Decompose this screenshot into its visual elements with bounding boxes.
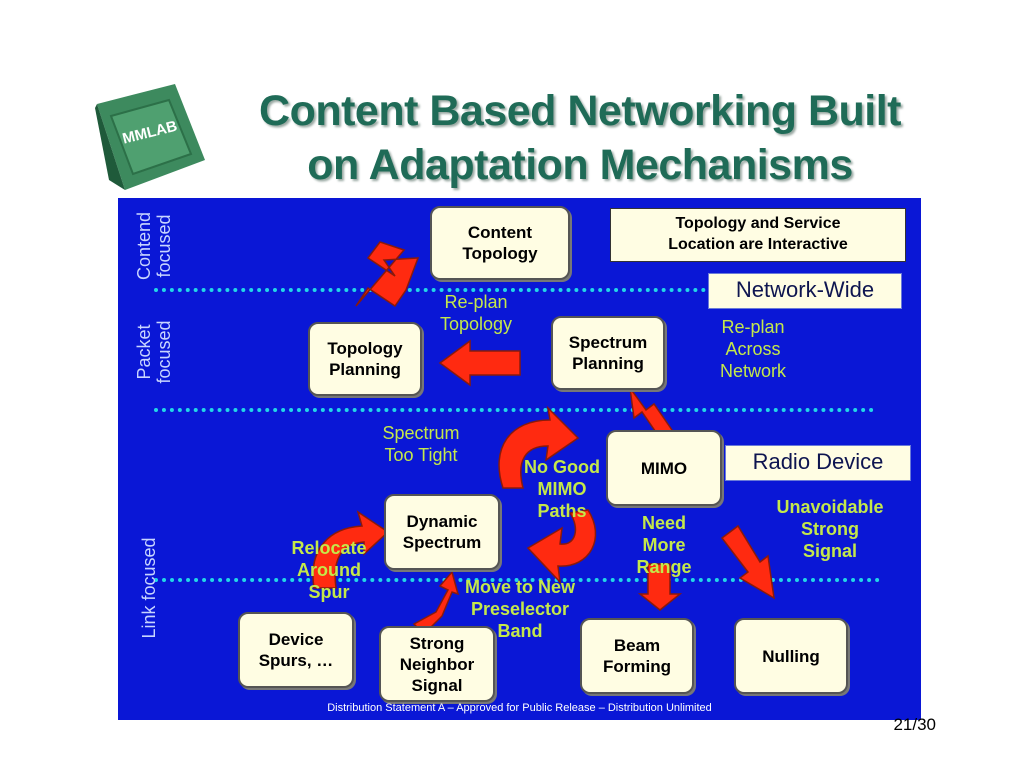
arrows-layer	[312, 241, 775, 636]
page-title: Content Based Networking Built on Adapta…	[200, 84, 960, 192]
label-relocate: Relocate Around Spur	[291, 538, 367, 602]
note-interactive: Topology and Service Location are Intera…	[610, 208, 906, 262]
arrow-content-topology-planning	[355, 241, 420, 308]
separator-network-wide	[154, 288, 706, 292]
mmlab-logo: MMLAB	[95, 82, 207, 194]
label-no-good-mimo: No Good MIMO Paths	[524, 457, 600, 521]
node-strong-neighbor: Strong Neighbor Signal	[379, 626, 495, 702]
separator-link	[154, 578, 880, 582]
page-number: 21/30	[893, 715, 936, 734]
tag-network-wide: Network-Wide	[708, 273, 902, 309]
label-spectrum-tight: Spectrum Too Tight	[382, 423, 460, 465]
label-replan-network: Re-plan Across Network	[719, 317, 786, 381]
arrow-no-good-mimo	[526, 509, 597, 585]
title-line-2: on Adaptation Mechanisms	[307, 141, 853, 189]
arrow-need-range	[637, 563, 683, 611]
arrow-move-band	[412, 570, 460, 636]
tag-radio-device: Radio Device	[725, 445, 911, 481]
node-mimo: MIMO	[606, 430, 722, 506]
node-spectrum-planning: Spectrum Planning	[551, 316, 665, 390]
arrow-spectrum-to-topology	[438, 339, 521, 387]
distribution-statement: Distribution Statement A – Approved for …	[327, 702, 712, 714]
diagram-panel: Contend focused Packet focused Link focu…	[118, 198, 921, 720]
separator-radio-device	[154, 408, 874, 412]
node-beam-forming: Beam Forming	[580, 618, 694, 694]
label-need-range: Need More Range	[636, 513, 692, 577]
node-device-spurs: Device Spurs, …	[238, 612, 354, 688]
label-move-band: Move to New Preselector Band	[464, 577, 575, 641]
label-replan-topology: Re-plan Topology	[439, 292, 513, 334]
logo-inner-face	[109, 98, 193, 176]
arrow-unavoidable	[720, 524, 775, 600]
label-unavoidable: Unavoidable Strong Signal	[776, 497, 884, 561]
arrow-relocate	[312, 510, 390, 589]
title-line-1: Content Based Networking Built	[259, 87, 901, 135]
node-dynamic-spectrum: Dynamic Spectrum	[384, 494, 500, 570]
node-content-topology: Content Topology	[430, 206, 570, 280]
arrow-spectrum-tight	[498, 405, 580, 489]
node-nulling: Nulling	[734, 618, 848, 694]
logo-side-face	[95, 104, 125, 190]
node-topology-planning: Topology Planning	[308, 322, 422, 396]
